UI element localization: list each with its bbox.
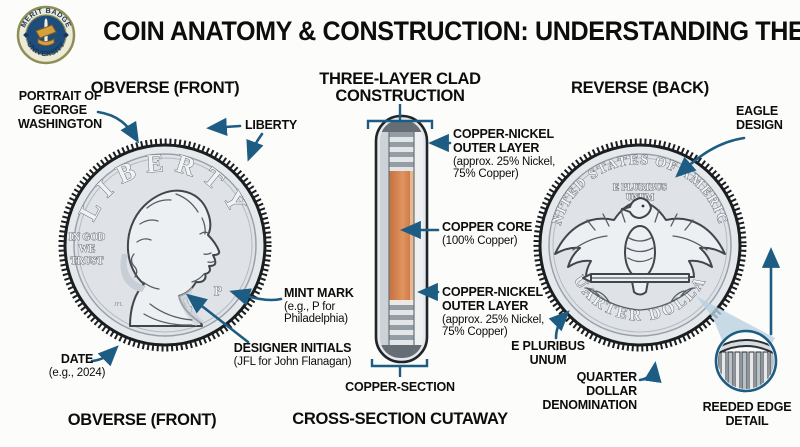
obverse-caption: OBVERSE (FRONT) xyxy=(67,411,217,429)
arrow-liberty-b xyxy=(246,132,264,162)
label-mint-mark: MINT MARK (e.g., P for Philadelphia) xyxy=(284,286,354,326)
cross-section-heading: THREE-LAYER CLAD CONSTRUCTION xyxy=(319,70,481,106)
label-outer-layer-bottom: COPPER-NICKEL OUTER LAYER (approx. 25% N… xyxy=(442,285,545,339)
obverse-coin: LIBERTY 2024 IN GOD WE TRUST P JFL xyxy=(58,138,272,352)
svg-text:IN GOD: IN GOD xyxy=(69,232,105,243)
in-god-we-trust-inscription: IN GOD WE TRUST xyxy=(68,232,105,268)
arrow-designer-initials xyxy=(185,293,250,344)
bottom-bracket xyxy=(370,359,429,377)
label-date: DATE (e.g., 2024) xyxy=(48,352,106,379)
merit-badge-logo: MERIT BADGE UNIVERSITY xyxy=(16,5,76,65)
eagle-design-art xyxy=(554,197,726,311)
label-reeded-edge: REEDED EDGE DETAIL xyxy=(702,400,792,428)
logo-torch-emblem xyxy=(35,18,57,46)
arrow-mint-mark xyxy=(229,288,283,306)
logo-text-bottom: UNIVERSITY xyxy=(25,40,66,58)
arrow-portrait xyxy=(96,110,140,144)
mint-mark-p: P xyxy=(214,283,222,298)
page-title: COIN ANATOMY & CONSTRUCTION: UNDERSTANDI… xyxy=(103,16,800,46)
reeded-edge-art xyxy=(718,339,774,389)
arrow-date xyxy=(90,345,119,367)
svg-text:UNIVERSITY: UNIVERSITY xyxy=(25,40,67,58)
label-liberty: LIBERTY xyxy=(245,118,298,132)
label-copper-section: COPPER-SECTION xyxy=(345,380,455,394)
svg-text:TRUST: TRUST xyxy=(70,256,104,267)
arrow-denomination xyxy=(638,361,662,384)
cross-section-caption: CROSS-SECTION CUTAWAY xyxy=(292,410,508,428)
outer-layer-bottom xyxy=(380,305,423,358)
label-denomination: QUARTER DOLLAR DENOMINATION xyxy=(542,370,637,412)
reverse-heading: REVERSE (BACK) xyxy=(571,79,709,97)
e-pluribus-unum-inscription: E PLURIBUS UNUM xyxy=(613,182,668,203)
obverse-heading: OBVERSE (FRONT) xyxy=(90,79,240,97)
label-outer-layer-top: COPPER-NICKEL OUTER LAYER (approx. 25% N… xyxy=(453,127,556,181)
arrow-eagle xyxy=(675,136,746,178)
label-copper-core: COPPER CORE (100% Copper) xyxy=(442,220,533,247)
svg-text:WE: WE xyxy=(79,244,96,255)
arrow-liberty-a xyxy=(206,117,242,136)
label-designer-initials: DESIGNER INITIALS (JFL for John Flanagan… xyxy=(233,341,352,368)
label-portrait: PORTRAIT OF GEORGE WASHINGTON xyxy=(18,89,102,131)
svg-text:UNUM: UNUM xyxy=(626,192,654,202)
top-bracket xyxy=(366,104,434,129)
outer-layer-top xyxy=(380,120,423,171)
label-e-pluribus-unum: E PLURIBUS UNUM xyxy=(511,339,585,367)
svg-text:E PLURIBUS: E PLURIBUS xyxy=(613,182,667,192)
designer-initials-inscription: JFL xyxy=(114,302,124,308)
label-eagle-design: EAGLE DESIGN xyxy=(736,104,783,132)
washington-portrait xyxy=(120,189,221,327)
arrow-motto xyxy=(548,310,570,340)
